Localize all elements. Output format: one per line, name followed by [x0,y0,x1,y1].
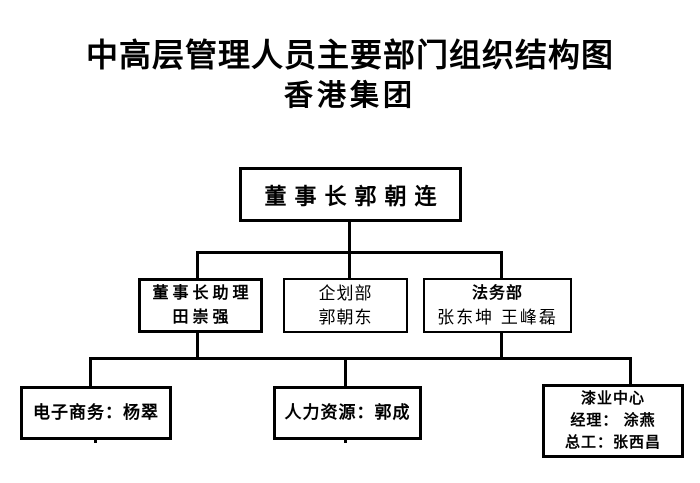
connector-legal-down [500,333,503,359]
connector-stub-hr [344,440,347,443]
org-box-ecommerce: 电子商务：杨翠 [20,386,172,440]
paint-center-chief-engineer: 总工：张西昌 [564,434,661,451]
org-box-hr: 人力资源：郭成 [273,386,422,440]
paint-center-manager: 经理： 涂燕 [570,412,656,429]
connector-assistant-down [196,333,199,359]
org-box-chairman: 董事长郭朝连 [239,167,462,222]
connector-level2-rail [196,251,503,254]
assistant-title: 董事长助理 [152,284,253,302]
assistant-name: 田崇强 [172,308,233,326]
org-box-paint-center: 漆业中心 经理： 涂燕 总工：张西昌 [542,384,684,458]
legal-names: 张东坤 王峰磊 [437,307,558,327]
ecommerce-label: 电子商务：杨翠 [33,403,159,422]
connector-drop-assistant [196,251,199,278]
legal-title: 法务部 [471,284,523,302]
connector-level3-rail [89,357,632,360]
planning-title: 企划部 [318,283,373,303]
org-box-chairman-assistant: 董事长助理 田崇强 [138,278,263,333]
connector-stub-ecommerce [94,440,97,443]
chart-subtitle: 香港集团 [283,80,416,112]
org-box-planning-dept: 企划部 郭朝东 [283,278,408,333]
paint-center-title: 漆业中心 [580,390,645,407]
connector-drop-paint-center [629,357,632,384]
hr-label: 人力资源：郭成 [284,403,411,422]
org-box-legal-dept: 法务部 张东坤 王峰磊 [423,278,572,333]
connector-drop-hr [344,357,347,386]
planning-name: 郭朝东 [318,307,373,327]
chairman-label: 董事长郭朝连 [264,183,445,209]
connector-drop-legal [500,251,503,278]
connector-drop-ecommerce [89,357,92,386]
chart-title: 中高层管理人员主要部门组织结构图 [85,37,614,73]
chart-title-block: 中高层管理人员主要部门组织结构图 香港集团 [0,34,700,116]
